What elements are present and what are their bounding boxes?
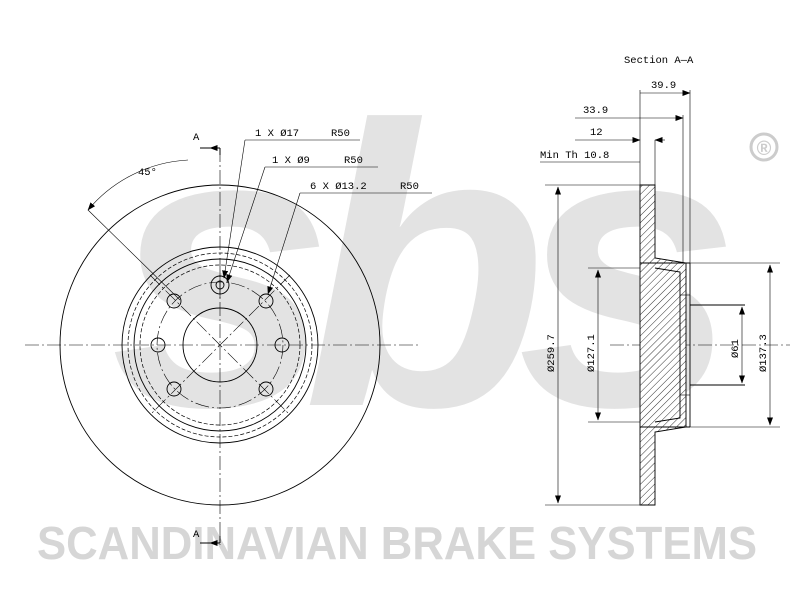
sbs-logo-text: sbs bbox=[110, 43, 729, 490]
callout-radius: R50 bbox=[400, 181, 419, 193]
bolt-axis-diagonal bbox=[149, 274, 291, 416]
callout-count: 1 X Ø17 bbox=[255, 128, 299, 140]
bolt-holes bbox=[150, 293, 290, 397]
hat-depth-value: 33.9 bbox=[583, 105, 608, 117]
section-view: Section A—A 39.9 33.9 12 Min Th 10.8 bbox=[540, 55, 790, 506]
bolt-hole bbox=[258, 381, 274, 397]
section-marker-bottom: A bbox=[193, 529, 221, 546]
callout-locating-hole-9: 1 X Ø9 R50 bbox=[226, 155, 378, 283]
hat-diameter-value: Ø127.1 bbox=[586, 334, 598, 372]
callout-radius: R50 bbox=[344, 155, 363, 167]
bolt-hole bbox=[258, 293, 274, 309]
hat-hidden-outline bbox=[127, 252, 313, 438]
front-view: 45° A A 1 X Ø17 R50 1 X Ø9 R50 bbox=[25, 128, 432, 546]
bolt-hole bbox=[150, 337, 166, 353]
outer-diameter-value: Ø259.7 bbox=[546, 334, 558, 372]
section-letter-top: A bbox=[193, 132, 200, 144]
callout-bolt-holes: 6 X Ø13.2 R50 bbox=[267, 181, 432, 295]
callout-count: 6 X Ø13.2 bbox=[310, 181, 367, 193]
disc-section-profile bbox=[639, 184, 687, 506]
section-title: Section A—A bbox=[624, 55, 694, 67]
min-thickness-value: Min Th 10.8 bbox=[540, 150, 609, 162]
registered-mark: ® bbox=[757, 138, 772, 160]
overall-width-value: 39.9 bbox=[651, 80, 676, 92]
bolt-hole bbox=[274, 337, 290, 353]
angle-label: 45° bbox=[138, 167, 157, 179]
registered-trademark-icon: ® bbox=[749, 132, 779, 162]
section-marker-top: A bbox=[193, 132, 221, 155]
hub-outer-edge bbox=[133, 258, 307, 432]
center-bore bbox=[182, 307, 258, 383]
callout-count: 1 X Ø9 bbox=[272, 155, 310, 167]
section-letter-bottom: A bbox=[193, 529, 200, 541]
thickness-value: 12 bbox=[590, 127, 603, 139]
friction-ring-inner-edge bbox=[121, 246, 319, 444]
hub-hidden-outline bbox=[139, 264, 301, 426]
hat-inner-outline bbox=[654, 267, 681, 423]
company-name-watermark: SCANDINAVIAN BRAKE SYSTEMS bbox=[37, 517, 757, 569]
bore-diameter-value: Ø61 bbox=[730, 339, 742, 358]
angle-reference-line bbox=[87, 209, 181, 301]
bolt-hole bbox=[166, 381, 182, 397]
callout-radius: R50 bbox=[331, 128, 350, 140]
hub-diameter-value: Ø137.3 bbox=[758, 334, 770, 372]
angle-arc bbox=[87, 159, 189, 211]
disc-outer-edge bbox=[59, 184, 381, 506]
callout-locating-hole-17: 1 X Ø17 R50 bbox=[222, 128, 360, 279]
